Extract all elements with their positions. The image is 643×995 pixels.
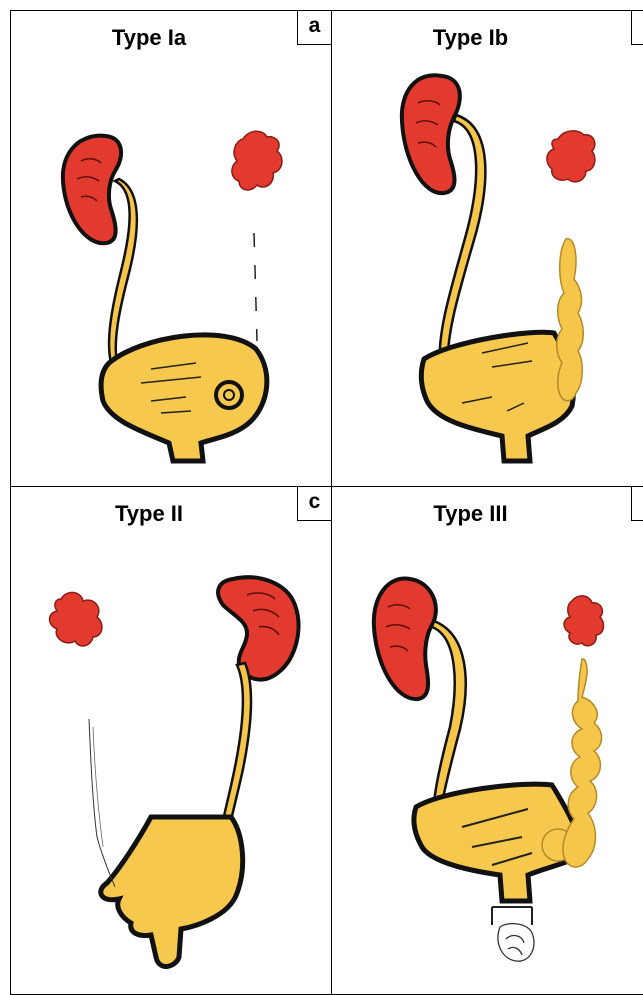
ureter bbox=[109, 179, 137, 363]
dysplastic-kidney bbox=[547, 131, 595, 182]
ureterocele bbox=[216, 382, 242, 408]
panel-b: Type Ib b bbox=[332, 11, 643, 487]
panel-c: Type II c bbox=[11, 487, 332, 995]
dilated-ectopic-ureter bbox=[563, 659, 602, 867]
bladder bbox=[421, 332, 573, 461]
kidney bbox=[402, 75, 460, 193]
urethra-sketch bbox=[492, 907, 532, 925]
urethra-sketch bbox=[498, 924, 534, 962]
figure-grid: Type Ia a Type Ib b bbox=[10, 10, 643, 995]
ureter bbox=[432, 621, 466, 803]
bladder bbox=[101, 817, 243, 966]
atretic-ureter bbox=[254, 233, 257, 341]
type-iii-illustration bbox=[332, 487, 643, 995]
ureter bbox=[221, 663, 251, 832]
kidney bbox=[63, 136, 121, 244]
type-ib-illustration bbox=[332, 11, 643, 487]
dysplastic-kidney bbox=[232, 131, 282, 190]
kidney bbox=[374, 579, 436, 700]
dysplastic-kidney bbox=[564, 596, 603, 646]
type-ia-illustration bbox=[11, 11, 332, 487]
dysplastic-kidney bbox=[50, 592, 102, 646]
type-ii-illustration bbox=[11, 487, 332, 995]
atretic-ureter bbox=[89, 719, 115, 887]
panel-a: Type Ia a bbox=[11, 11, 332, 487]
panel-d: Type III d bbox=[332, 487, 643, 995]
dilated-ectopic-ureter bbox=[557, 239, 584, 401]
